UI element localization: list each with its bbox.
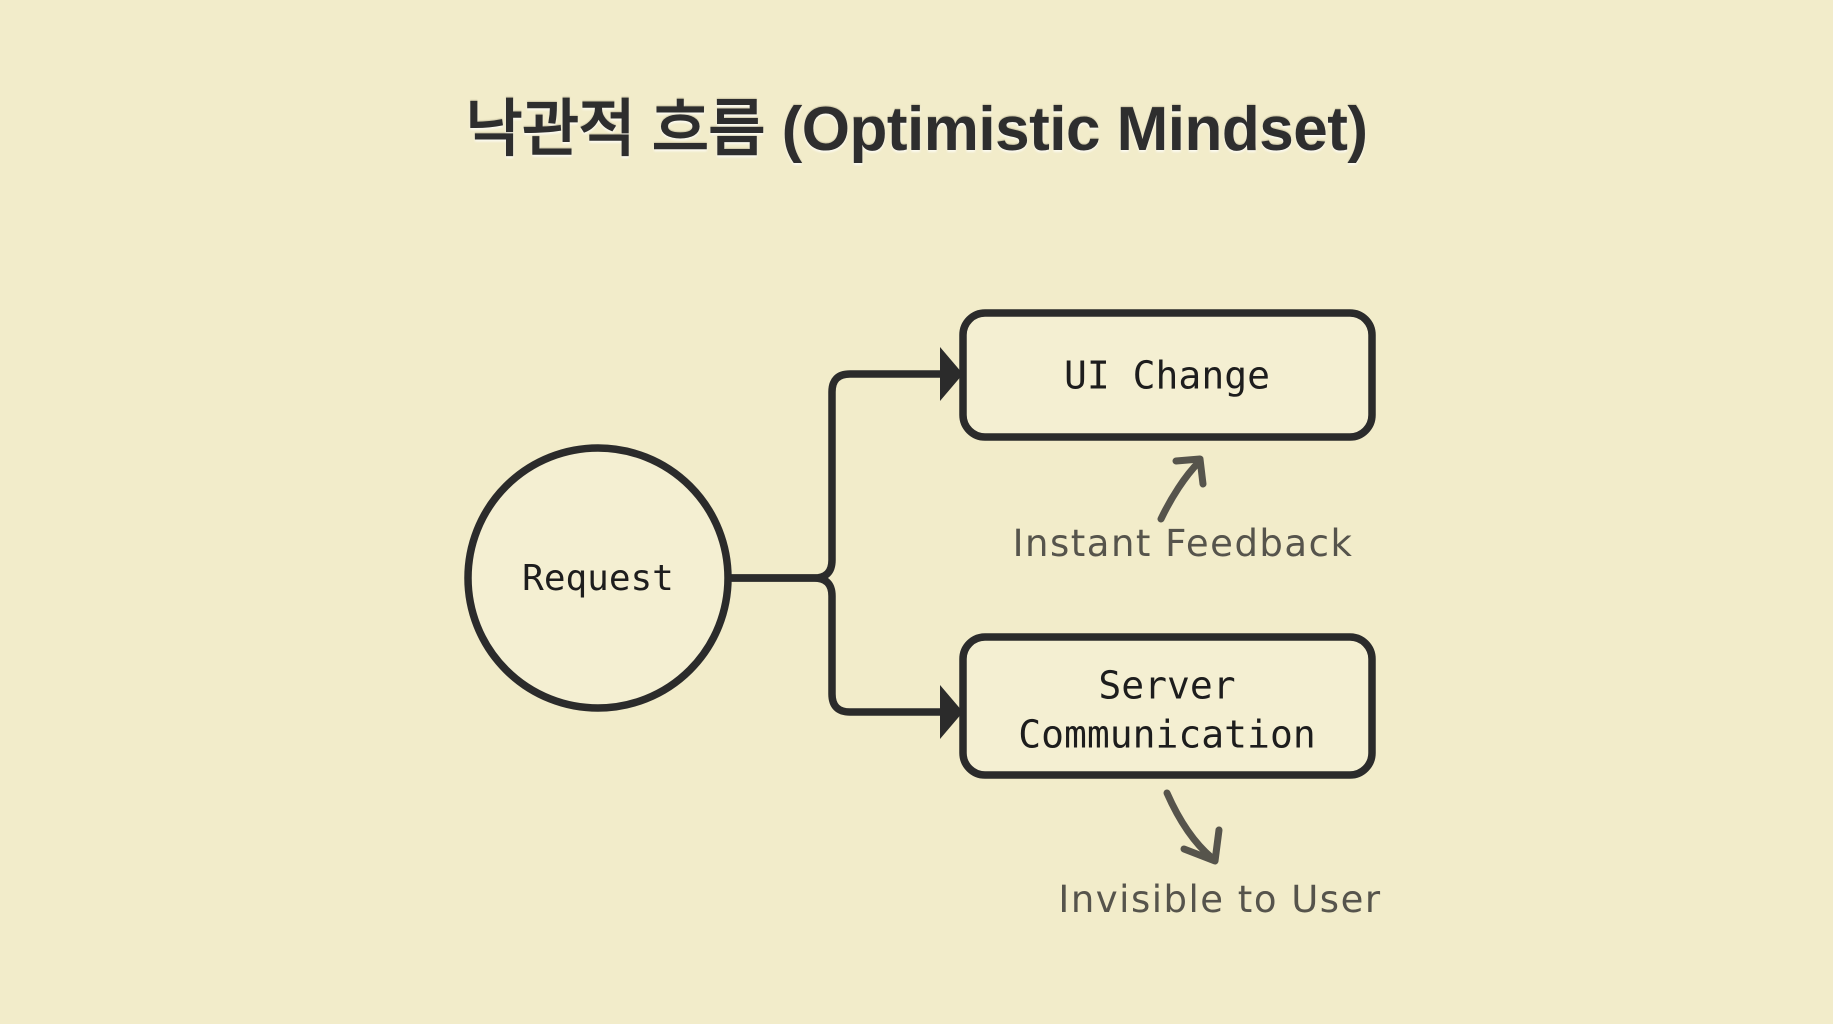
edge-request-to-ui-change: [731, 347, 963, 582]
annotation-instant-feedback-label: Instant Feedback: [1013, 522, 1354, 565]
node-server-communication-label-line1: Server: [1098, 664, 1235, 708]
arrowhead-lower: [940, 685, 963, 739]
annotation-instant-feedback: Instant Feedback: [1013, 455, 1354, 565]
connector-line-lower: [731, 574, 944, 716]
hand-arrow-down-icon: [1163, 789, 1223, 865]
node-server-communication-label-line2: Communication: [1018, 713, 1315, 757]
page-title: 낙관적 흐름 (Optimistic Mindset): [465, 95, 1368, 164]
annotation-invisible-to-user-label: Invisible to User: [1058, 878, 1381, 921]
connector-line-upper: [731, 370, 944, 582]
node-ui-change[interactable]: UI Change: [959, 309, 1376, 441]
node-server-communication[interactable]: Server Communication: [959, 633, 1376, 779]
edge-request-to-server-communication: [731, 574, 963, 739]
arrowhead-upper: [940, 347, 963, 401]
node-ui-change-label: UI Change: [1064, 354, 1270, 398]
ui-change-box-shape: [959, 309, 1376, 441]
server-communication-box-shape: [959, 633, 1376, 779]
node-request-label: Request: [522, 558, 674, 599]
request-circle-shape: [464, 444, 732, 712]
annotation-invisible-to-user: Invisible to User: [1058, 789, 1381, 921]
hand-arrow-up-icon: [1157, 455, 1207, 523]
node-request[interactable]: Request: [464, 444, 732, 712]
